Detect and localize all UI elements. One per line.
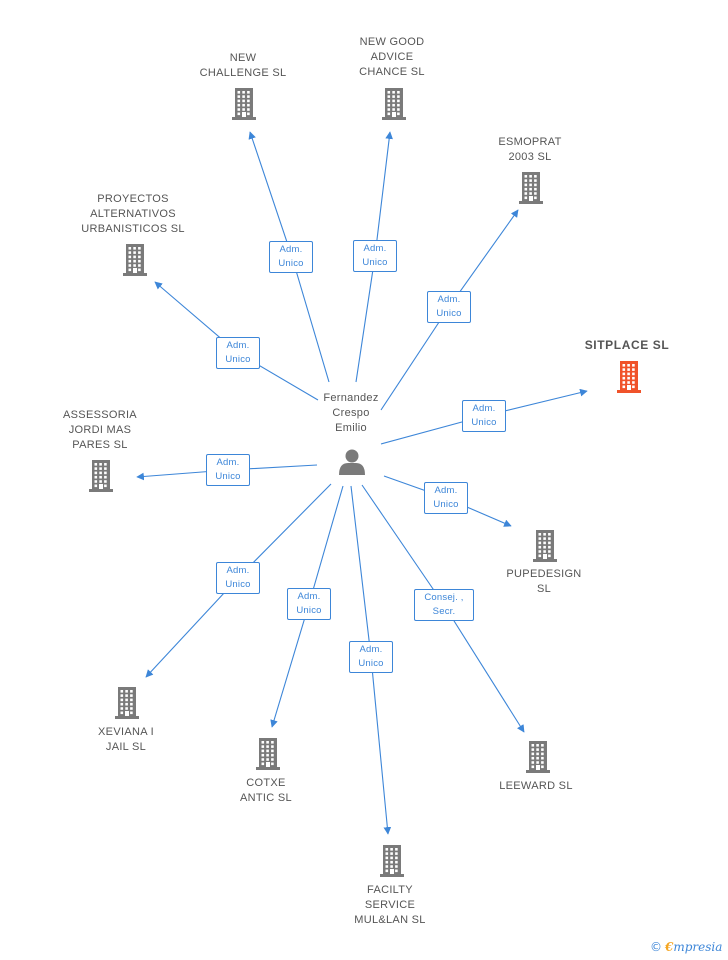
building-icon-new-challenge[interactable] bbox=[232, 88, 256, 120]
building-icon-xeviana[interactable] bbox=[115, 687, 139, 719]
role-label-new-challenge[interactable]: Adm. Unico bbox=[269, 241, 313, 273]
role-label-assessoria[interactable]: Adm. Unico bbox=[206, 454, 250, 486]
building-icon-sitplace[interactable] bbox=[617, 361, 641, 393]
building-icon-leeward[interactable] bbox=[526, 741, 550, 773]
role-label-xeviana[interactable]: Adm. Unico bbox=[216, 562, 260, 594]
company-name-cotxe[interactable]: COTXE ANTIC SL bbox=[240, 777, 292, 804]
empresia-watermark: ©€mpresia bbox=[650, 940, 722, 954]
role-label-pupedesign[interactable]: Adm. Unico bbox=[424, 482, 468, 514]
company-name-proyectos[interactable]: PROYECTOS ALTERNATIVOS URBANISTICOS SL bbox=[81, 192, 185, 235]
role-label-new-good-advice[interactable]: Adm. Unico bbox=[353, 240, 397, 272]
copyright-symbol: © bbox=[650, 940, 662, 954]
company-name-leeward[interactable]: LEEWARD SL bbox=[499, 779, 573, 792]
building-icon-assessoria[interactable] bbox=[89, 460, 113, 492]
role-label-leeward[interactable]: Consej. , Secr. bbox=[414, 589, 474, 621]
role-label-facilty[interactable]: Adm. Unico bbox=[349, 641, 393, 673]
watermark-initial: € bbox=[665, 940, 674, 954]
role-label-sitplace[interactable]: Adm. Unico bbox=[462, 400, 506, 432]
company-name-assessoria[interactable]: ASSESSORIA JORDI MAS PARES SL bbox=[63, 408, 137, 451]
role-label-proyectos[interactable]: Adm. Unico bbox=[216, 337, 260, 369]
building-icon-new-good-advice[interactable] bbox=[382, 88, 406, 120]
building-icon-cotxe[interactable] bbox=[256, 738, 280, 770]
company-name-xeviana[interactable]: XEVIANA I JAIL SL bbox=[98, 726, 154, 753]
role-label-esmoprat[interactable]: Adm. Unico bbox=[427, 291, 471, 323]
company-name-sitplace[interactable]: SITPLACE SL bbox=[584, 337, 670, 352]
company-name-new-good-advice[interactable]: NEW GOOD ADVICE CHANCE SL bbox=[359, 35, 425, 78]
company-name-esmoprat[interactable]: ESMOPRAT 2003 SL bbox=[498, 136, 562, 163]
building-icon-pupedesign[interactable] bbox=[533, 530, 557, 562]
building-icon-esmoprat[interactable] bbox=[519, 172, 543, 204]
company-name-pupedesign[interactable]: PUPEDESIGN SL bbox=[506, 568, 582, 595]
person-name[interactable]: Fernandez Crespo Emilio bbox=[323, 392, 379, 434]
company-name-facilty[interactable]: FACILTY SERVICE MUL&LAN SL bbox=[354, 883, 426, 926]
building-icon-facilty[interactable] bbox=[380, 845, 404, 877]
watermark-text: mpresia bbox=[673, 940, 723, 954]
building-icon-proyectos[interactable] bbox=[123, 244, 147, 276]
person-icon[interactable] bbox=[339, 449, 365, 476]
company-name-new-challenge[interactable]: NEW CHALLENGE SL bbox=[199, 52, 287, 79]
role-label-cotxe[interactable]: Adm. Unico bbox=[287, 588, 331, 620]
